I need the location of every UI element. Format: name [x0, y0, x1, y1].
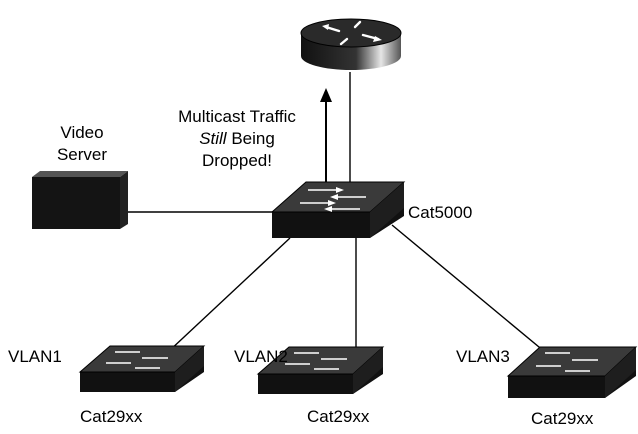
vlan3-label: VLAN3 — [456, 347, 510, 366]
annotation-line2: Still Being — [150, 128, 324, 150]
switch3-label: Cat29xx — [531, 409, 594, 428]
core-switch-icon — [270, 181, 406, 238]
multicast-annotation: Multicast Traffic Still Being Dropped! — [150, 106, 324, 172]
switch-2-icon — [256, 346, 385, 394]
video-server-label-line2: Server — [56, 145, 108, 164]
switch1-label: Cat29xx — [80, 407, 143, 426]
vlan2-label: VLAN2 — [234, 347, 288, 366]
annotation-being: Being — [226, 129, 275, 148]
video-server-icon — [32, 171, 128, 229]
annotation-line3: Dropped! — [202, 151, 272, 170]
video-server-label-line1: Video — [60, 123, 104, 142]
annotation-still: Still — [199, 129, 227, 148]
annotation-line1: Multicast Traffic — [178, 107, 296, 126]
connection-lines — [123, 72, 546, 353]
core-switch-label: Cat5000 — [408, 203, 473, 222]
switch-1-icon — [78, 345, 206, 392]
link-core-switch3 — [391, 224, 546, 353]
switch-3-icon — [506, 346, 638, 398]
video-server-label: Video Server — [52, 122, 112, 166]
link-core-switch1 — [167, 237, 291, 353]
router-icon — [300, 18, 402, 70]
vlan1-label: VLAN1 — [8, 347, 62, 366]
switch2-label: Cat29xx — [307, 407, 370, 426]
multicast-arrow — [320, 88, 332, 185]
